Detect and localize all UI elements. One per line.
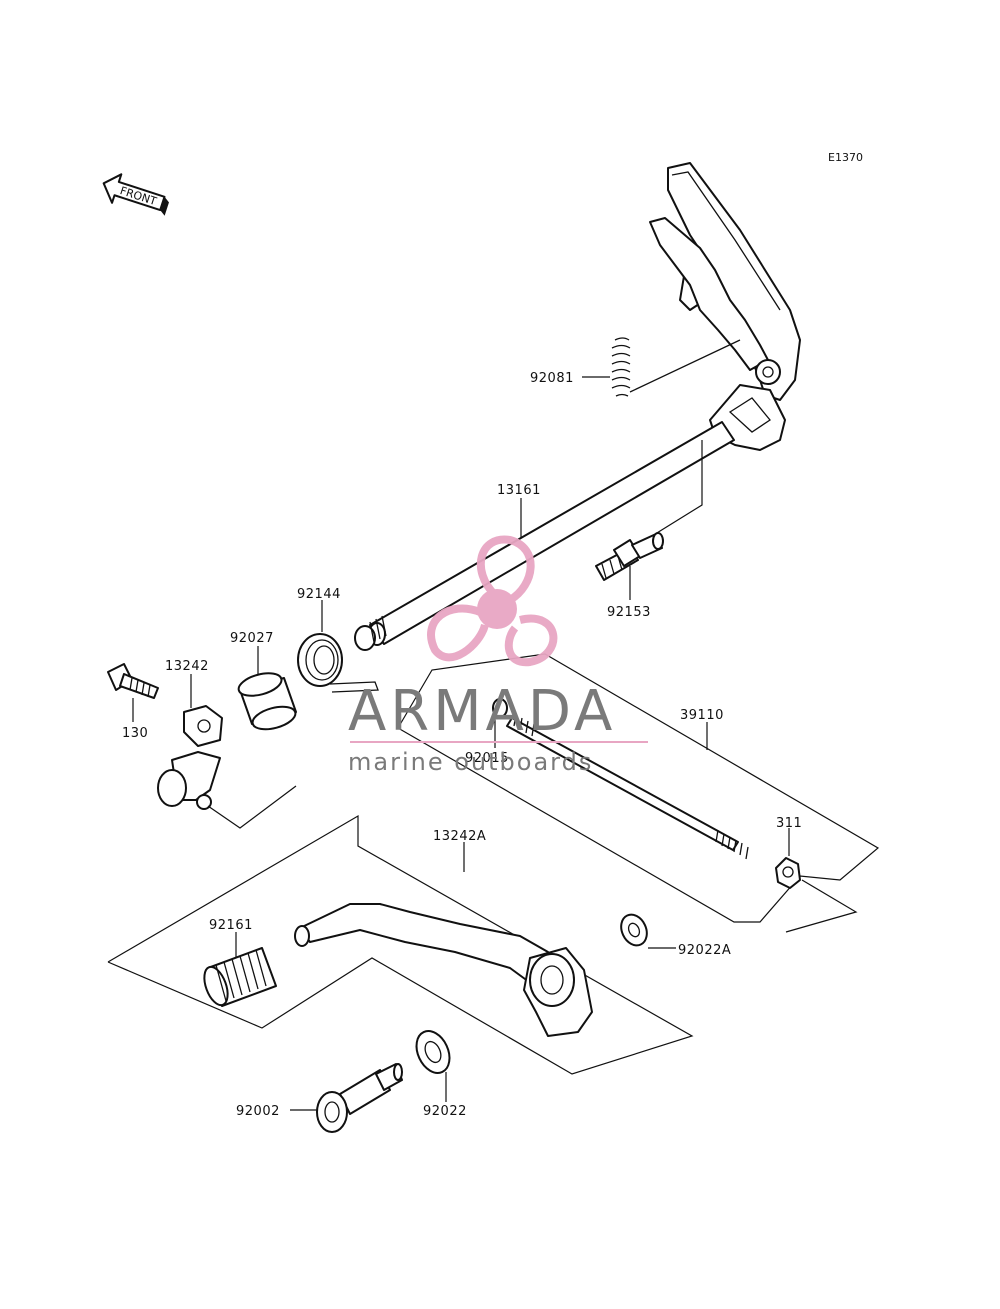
bolt-92002 bbox=[316, 1063, 403, 1133]
label-92015: 92015 bbox=[465, 751, 509, 766]
watermark-tagline: marine outboards bbox=[348, 748, 593, 776]
label-311: 311 bbox=[776, 816, 802, 831]
washer-92022A bbox=[620, 913, 648, 947]
nut-311 bbox=[775, 857, 801, 889]
label-92153: 92153 bbox=[607, 605, 651, 620]
label-92002: 92002 bbox=[236, 1104, 280, 1119]
lever-13242 bbox=[157, 705, 223, 810]
label-39110: 39110 bbox=[680, 708, 724, 723]
label-13242: 13242 bbox=[165, 659, 209, 674]
shift-pedal-13242A bbox=[107, 814, 694, 1075]
shift-arm bbox=[649, 162, 801, 451]
label-13242A: 13242A bbox=[433, 829, 486, 844]
pedal-rubber-92161 bbox=[203, 947, 277, 1007]
label-92081: 92081 bbox=[530, 371, 574, 386]
label-92144: 92144 bbox=[297, 587, 341, 602]
label-92161: 92161 bbox=[209, 918, 253, 933]
front-arrow-icon: FRONT bbox=[102, 173, 169, 216]
return-spring-92144 bbox=[297, 633, 379, 693]
armada-propeller-logo-icon bbox=[427, 535, 558, 667]
label-130: 130 bbox=[122, 726, 148, 741]
stopper-pin-92153 bbox=[595, 532, 664, 581]
diagram-code: E1370 bbox=[828, 151, 863, 164]
label-92027: 92027 bbox=[230, 631, 274, 646]
label-92022A: 92022A bbox=[678, 943, 731, 958]
collar-92027 bbox=[237, 672, 297, 731]
label-13161: 13161 bbox=[497, 483, 541, 498]
watermark-brand: ARMADA bbox=[348, 679, 616, 744]
spring-92081 bbox=[611, 337, 741, 397]
label-92022: 92022 bbox=[423, 1104, 467, 1119]
shift-shaft-13161 bbox=[354, 421, 735, 651]
washer-92022 bbox=[415, 1030, 451, 1074]
tie-rod-39110 bbox=[397, 653, 880, 923]
bolt-130 bbox=[107, 663, 159, 699]
